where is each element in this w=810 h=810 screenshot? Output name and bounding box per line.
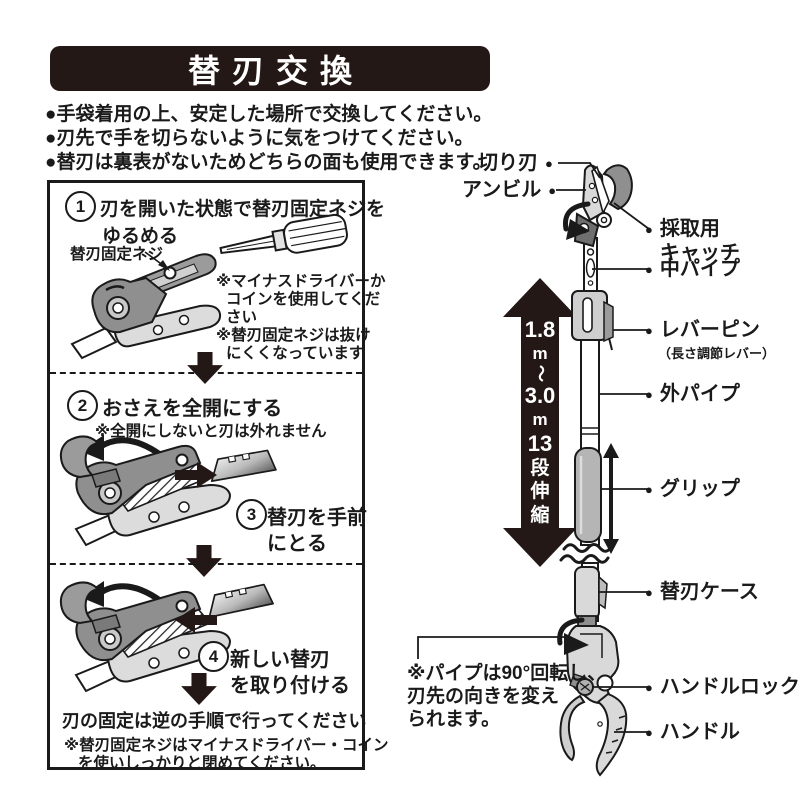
label-catch: ● 採取用 キャッチ <box>645 217 740 265</box>
caution-bullet-1: ●手袋着用の上、安定した場所で交換してください。 <box>45 104 493 125</box>
tool-illustration <box>417 162 650 777</box>
down-arrow-icon <box>180 673 218 705</box>
rotate-note-line3: られます。 <box>407 709 501 730</box>
bullet-dot: ● <box>645 584 653 600</box>
step4-title-line2: を取り付ける <box>230 675 350 697</box>
footer-note-line2: を使いしっかりと閉めてください。 <box>78 755 326 772</box>
range-kanji-2: 伸 <box>530 481 550 503</box>
label-grip: ● グリップ <box>645 477 740 501</box>
label-text: キャッチ <box>659 242 740 264</box>
label-blade-case: ● 替刃ケース <box>645 580 759 604</box>
page-title: 替刃交換 <box>187 52 364 89</box>
rotate-note: ※パイプは90°回転し、 刃先の向きを変え られます。 <box>407 662 606 731</box>
step1-pruner-illustration <box>70 251 222 360</box>
rotate-note-line2: 刃先の向きを変え <box>407 686 560 707</box>
bullet-dot: ● <box>645 322 653 338</box>
step1-title-line2: ゆるめる <box>102 226 179 247</box>
range-unit-1: m <box>532 343 548 363</box>
step1-title-line1: 刃を開いた状態で替刃固定ネジを <box>100 199 386 220</box>
step-divider <box>50 563 362 565</box>
label-text: 外パイプ <box>659 383 740 405</box>
bullet-dot: ● <box>645 386 653 402</box>
step4-illustration <box>58 571 275 711</box>
label-outer-pipe: ● 外パイプ <box>645 382 740 406</box>
range-kanji-3: 縮 <box>530 505 550 526</box>
label-text: アンビル <box>462 179 542 201</box>
label-text: ハンドルロック <box>659 676 800 698</box>
step1-number: 1 <box>65 191 96 222</box>
bullet-dot: ● <box>645 261 653 277</box>
label-text: 替刃ケース <box>659 581 759 603</box>
range-unit-2: m <box>532 410 548 429</box>
title-banner: 替刃交換 <box>50 46 490 91</box>
footer-bold-text: 刃の固定は逆の手順で行ってください <box>62 711 367 731</box>
rotate-note-line1: ※パイプは90°回転し、 <box>407 663 607 684</box>
label-lever-pin: ● レバーピン <box>645 318 760 342</box>
label-handle: ● ハンドル <box>645 720 740 744</box>
caution-bullet-2: ●刃先で手を切らないように気をつけてください。 <box>45 128 474 149</box>
label-text: 採取用 <box>659 218 720 240</box>
bullet-dot: ● <box>645 724 653 740</box>
step4-number: 4 <box>198 641 229 672</box>
left-arrow-icon <box>175 607 217 633</box>
step1-note-line1: ※マイナスドライバーか <box>216 273 386 290</box>
range-value-max: 3.0 <box>524 383 556 409</box>
range-steps: 13 <box>527 430 553 456</box>
screwdriver-icon <box>219 213 348 255</box>
step1-note-line5: にくくなっています <box>226 345 365 362</box>
bullet-dot: ● <box>545 155 553 171</box>
bullet-dot: ● <box>645 222 653 237</box>
bullet-dot: ● <box>548 182 557 198</box>
bullet-dot: ● <box>645 679 653 695</box>
label-text: 切り刃 <box>478 152 538 174</box>
step-divider <box>50 372 362 374</box>
label-handle-lock: ● ハンドルロック <box>645 675 800 699</box>
step1-note-line3: さい <box>226 309 258 326</box>
label-anvil: アンビル ● <box>462 178 556 202</box>
range-arrow <box>503 278 577 567</box>
footer-note-line1: ※替刃固定ネジはマイナスドライバー・コイン <box>64 737 389 754</box>
step3-title-line2: にとる <box>267 533 327 555</box>
right-arrow-icon <box>175 462 217 488</box>
step1-note-line2: コインを使用してくだ <box>226 291 381 308</box>
range-arrow-text: 1.8 m 〜 3.0 m 13 段 伸 縮 <box>519 318 561 526</box>
label-lever-pin-sub: （長さ調節レバー） <box>658 346 776 361</box>
label-text: グリップ <box>659 478 740 500</box>
bullet-dot: ● <box>645 481 653 497</box>
range-kanji-1: 段 <box>530 457 550 479</box>
step2-title: おさえを全開にする <box>102 398 283 420</box>
label-text: 中パイプ <box>659 258 740 280</box>
rotate-arrow-bottom-icon <box>557 617 589 655</box>
rotate-arrow-top-icon <box>562 201 591 240</box>
label-text: ハンドル <box>659 721 740 743</box>
range-tilde: 〜 <box>530 364 550 382</box>
step1-note-line4: ※替刃固定ネジは抜け <box>216 327 371 344</box>
step2-note: ※全開にしないと刃は外れません <box>95 423 327 440</box>
down-arrow-icon <box>186 352 224 384</box>
label-cutting-blade: 切り刃 ● <box>478 151 553 175</box>
grip-slide-arrow-icon <box>603 443 619 554</box>
step2-number: 2 <box>67 390 98 421</box>
label-text: レバーピン <box>659 319 760 341</box>
screw-callout-label: 替刃固定ネジ <box>70 246 164 263</box>
step4-title-line1: 新しい替刃 <box>230 649 330 671</box>
caution-bullet-3: ●替刃は裏表がないためどちらの面も使用できます。 <box>45 152 492 173</box>
step3-title-line1: 替刃を手前 <box>267 507 367 529</box>
leader-lines <box>417 162 650 733</box>
label-middle-pipe: ● 中パイプ <box>645 257 740 281</box>
steps-box: 1 刃を開いた状態で替刃固定ネジを ゆるめる 替刃固定ネジ ※マイナスドライバー… <box>47 180 388 772</box>
range-value-min: 1.8 <box>524 317 556 342</box>
step3-number: 3 <box>236 499 267 530</box>
step2-illustration <box>58 428 278 568</box>
